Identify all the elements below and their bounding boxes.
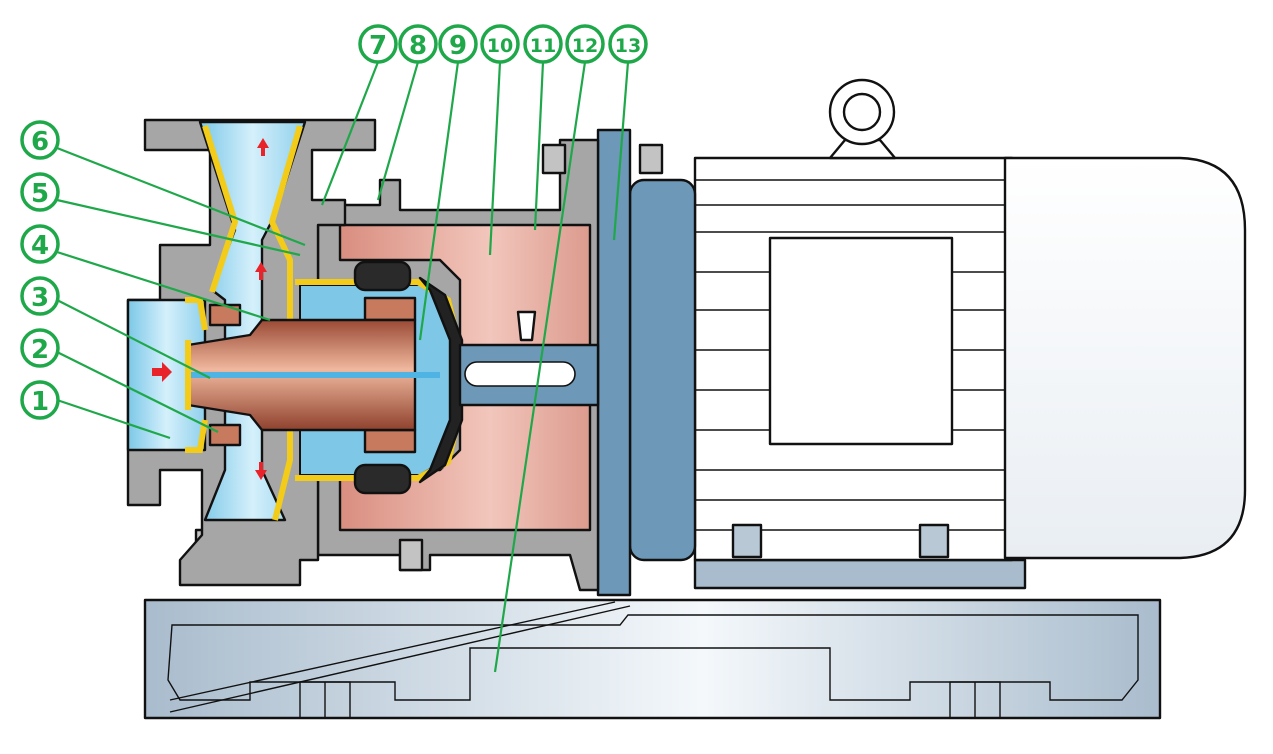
base-plate (143, 598, 1162, 720)
motor-shaft (458, 310, 600, 407)
flow-arrow-icon (152, 138, 269, 480)
svg-text:1: 1 (31, 387, 49, 417)
electric-motor (596, 78, 1247, 597)
svg-text:13: 13 (615, 35, 641, 57)
svg-text:2: 2 (31, 335, 49, 365)
callout-5: 5 (20, 172, 60, 212)
callout-11: 11 (523, 24, 563, 64)
callout-8: 8 (398, 24, 438, 64)
callout-13: 13 (608, 24, 648, 64)
svg-text:11: 11 (530, 35, 556, 57)
svg-text:8: 8 (409, 31, 427, 61)
callout-4: 4 (20, 224, 60, 264)
svg-text:7: 7 (369, 31, 387, 61)
impeller-and-shaft (185, 303, 440, 447)
callout-3: 3 (20, 276, 60, 316)
callout-10: 10 (480, 24, 520, 64)
outer-magnets (353, 260, 417, 495)
callout-leader-lines (56, 61, 630, 673)
svg-text:9: 9 (449, 31, 467, 61)
svg-text:4: 4 (31, 231, 49, 261)
svg-text:10: 10 (487, 35, 513, 57)
motor-foot-bolts (731, 523, 950, 559)
callout-1: 1 (20, 380, 60, 420)
callout-12: 12 (565, 24, 605, 64)
callout-6: 6 (20, 120, 60, 160)
callout-7: 7 (358, 24, 398, 64)
svg-text:12: 12 (572, 35, 598, 57)
svg-text:6: 6 (31, 127, 49, 157)
svg-text:3: 3 (31, 283, 49, 313)
lifting-eye-icon (828, 78, 897, 160)
callout-9: 9 (438, 24, 478, 64)
callout-2: 2 (20, 328, 60, 368)
svg-text:5: 5 (31, 179, 49, 209)
